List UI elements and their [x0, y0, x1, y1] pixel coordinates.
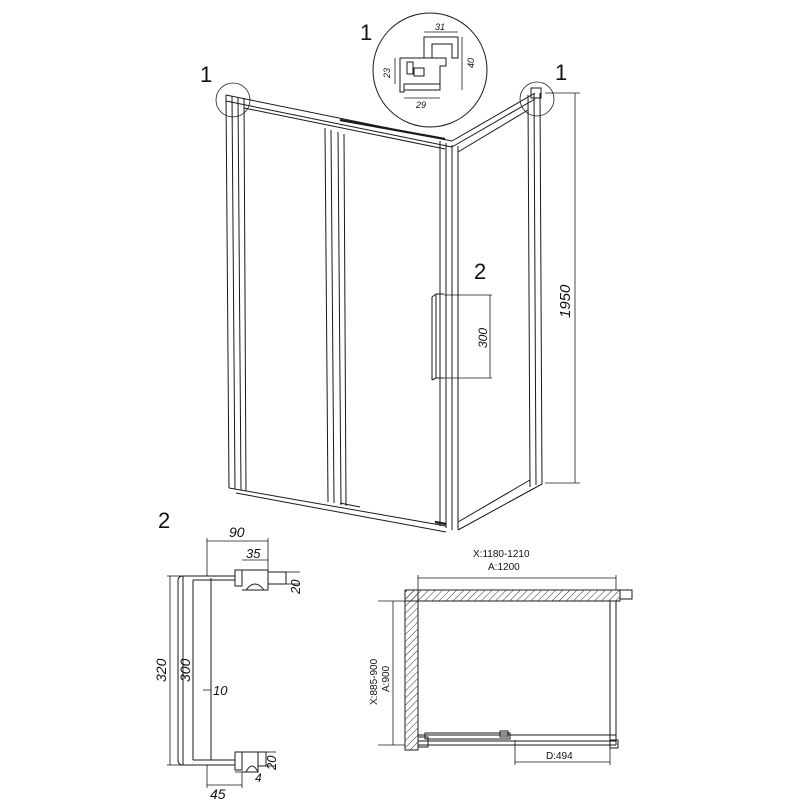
- handle-bracket-width-label: 35: [246, 546, 261, 561]
- handle-bracket-thickness-label: 4: [255, 771, 262, 785]
- profile-height-right: 40: [466, 58, 476, 68]
- side-panel-bottom-rail: [457, 479, 543, 531]
- handle-outer-height-label: 320: [153, 658, 169, 682]
- plan-depth-a-label: A:900: [381, 665, 392, 692]
- profile-height-left: 23: [382, 68, 392, 79]
- door-handle: [431, 293, 444, 381]
- plan-view: X:1180-1210 A:1200 X:885-900 A:900 D:494: [369, 549, 633, 765]
- callout-handle: 2: [474, 259, 486, 284]
- corner-circle-left: [215, 82, 251, 118]
- left-frame-post: [225, 94, 247, 492]
- handle-bracket-height-bottom-label: 20: [264, 755, 279, 771]
- profile-detail-circle: [372, 12, 488, 128]
- handle-bar-shape: [177, 569, 287, 773]
- plan-wall-top: [404, 589, 621, 602]
- handle-bottom-width-label: 45: [210, 786, 226, 800]
- plan-door-opening-label: D:494: [546, 751, 573, 762]
- side-panel-back-post: [527, 87, 543, 488]
- callout-profile-detail: 1: [360, 20, 372, 45]
- handle-bracket-height-top-label: 20: [288, 579, 303, 595]
- handle-top-width-label: 90: [229, 524, 245, 540]
- handle-length-label: 300: [476, 328, 490, 348]
- handle-length-dimension: 300: [444, 294, 492, 379]
- bottom-rail-front: [228, 487, 447, 533]
- front-corner-post: [439, 141, 459, 530]
- profile-width-bottom: 29: [415, 100, 426, 110]
- corner-circle-right: [519, 81, 555, 117]
- plan-wall-left: [404, 589, 419, 751]
- height-dimension: 1950: [545, 92, 580, 484]
- profile-width-top: 31: [435, 22, 445, 32]
- profile-detail: 1 31 40 23 29: [360, 12, 488, 128]
- handle-inner-height-label: 300: [177, 658, 193, 682]
- plan-depth-x-label: X:885-900: [369, 658, 380, 705]
- plan-width-x-label: X:1180-1210: [473, 549, 530, 560]
- plan-width-a-label: A:1200: [488, 562, 520, 573]
- callout-corner-left: 1: [200, 62, 212, 87]
- height-label: 1950: [557, 284, 574, 318]
- callout-corner-right: 1: [555, 60, 567, 85]
- door-divider: [324, 127, 347, 507]
- handle-bar-diameter-label: 10: [213, 683, 228, 698]
- enclosure-isometric-view: 300 1950 1 1 2: [200, 60, 580, 533]
- callout-handle-detail: 2: [158, 508, 170, 533]
- top-rail-front: [225, 94, 453, 150]
- side-panel-top-rail: [451, 92, 536, 153]
- handle-detail: 2 90: [153, 508, 303, 800]
